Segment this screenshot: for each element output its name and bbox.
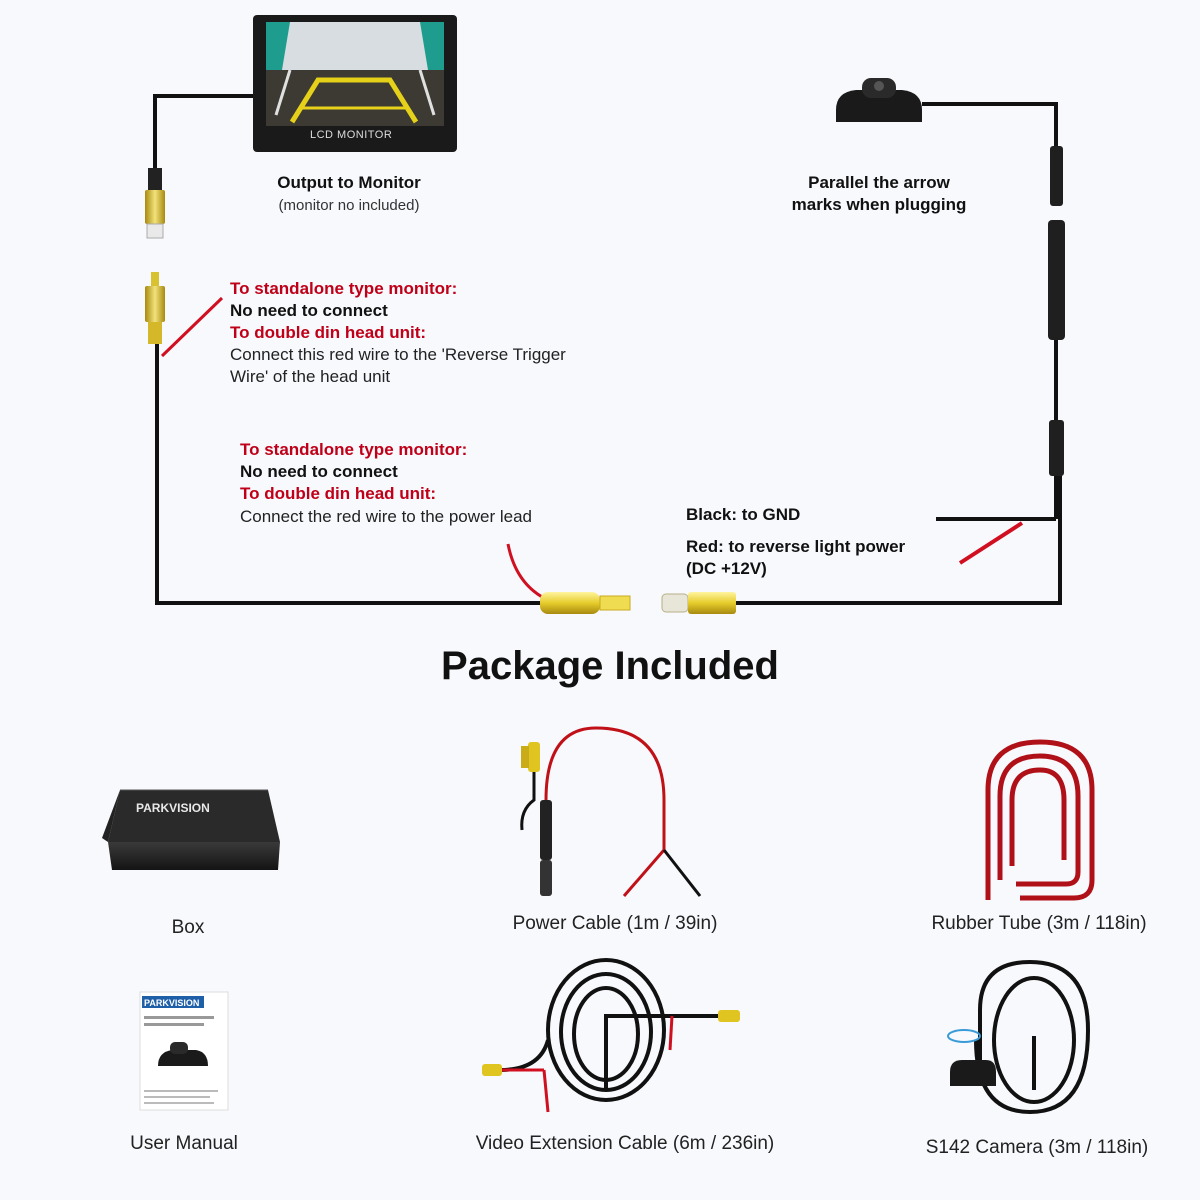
- monitor-screen-label: LCD MONITOR: [310, 129, 393, 141]
- monitor-caption-title: Output to Monitor: [277, 173, 421, 192]
- trigger-headunit-line2: Wire' of the head unit: [230, 367, 391, 386]
- wire-note-red-line2: (DC +12V): [686, 559, 767, 578]
- power-cable-image: [520, 726, 702, 897]
- s142-camera-image: [947, 959, 1091, 1115]
- user-manual-image: [139, 991, 229, 1111]
- lcd-monitor-image: [253, 15, 457, 152]
- trigger-standalone-heading: To standalone type monitor:: [230, 279, 458, 298]
- box-image: [102, 789, 280, 870]
- item-caption-power-cable: Power Cable (1m / 39in): [512, 913, 718, 934]
- camera-note-line1: Parallel the arrow: [808, 173, 950, 192]
- video-extension-cable-details: [482, 1010, 740, 1113]
- monitor-video-cable: [145, 94, 253, 239]
- rubber-tube-image: [985, 739, 1095, 901]
- trigger-standalone-text: No need to connect: [230, 301, 388, 320]
- power-standalone-text: No need to connect: [240, 462, 398, 481]
- monitor-caption-note: (monitor no included): [278, 197, 420, 214]
- trigger-headunit-heading: To double din head unit:: [230, 323, 427, 342]
- camera-note-line2: marks when plugging: [791, 195, 967, 214]
- power-wires: [936, 476, 1058, 565]
- item-caption-s142-camera: S142 Camera (3m / 118in): [925, 1137, 1149, 1158]
- power-standalone-heading: To standalone type monitor:: [240, 440, 468, 459]
- item-caption-video-extension-cable: Video Extension Cable (6m / 236in): [475, 1133, 775, 1154]
- camera-image: [836, 78, 1065, 476]
- item-caption-box: Box: [171, 917, 205, 938]
- manual-brand-text: PARKVISION: [144, 998, 199, 1008]
- item-caption-rubber-tube: Rubber Tube (3m / 118in): [931, 913, 1147, 934]
- trigger-headunit-line1: Connect this red wire to the 'Reverse Tr…: [230, 345, 566, 364]
- wire-note-red-line1: Red: to reverse light power: [686, 537, 906, 556]
- item-caption-user-manual: User Manual: [130, 1133, 238, 1154]
- power-headunit-text: Connect the red wire to the power lead: [240, 507, 533, 526]
- camera-video-cable: [145, 272, 540, 605]
- box-brand-text: PARKVISION: [136, 801, 210, 815]
- package-title: Package Included: [441, 644, 779, 688]
- power-headunit-heading: To double din head unit:: [240, 484, 437, 503]
- video-extension-cable-image: [499, 958, 730, 1102]
- rca-connector-pair: [506, 470, 1062, 614]
- wire-note-black: Black: to GND: [686, 505, 801, 524]
